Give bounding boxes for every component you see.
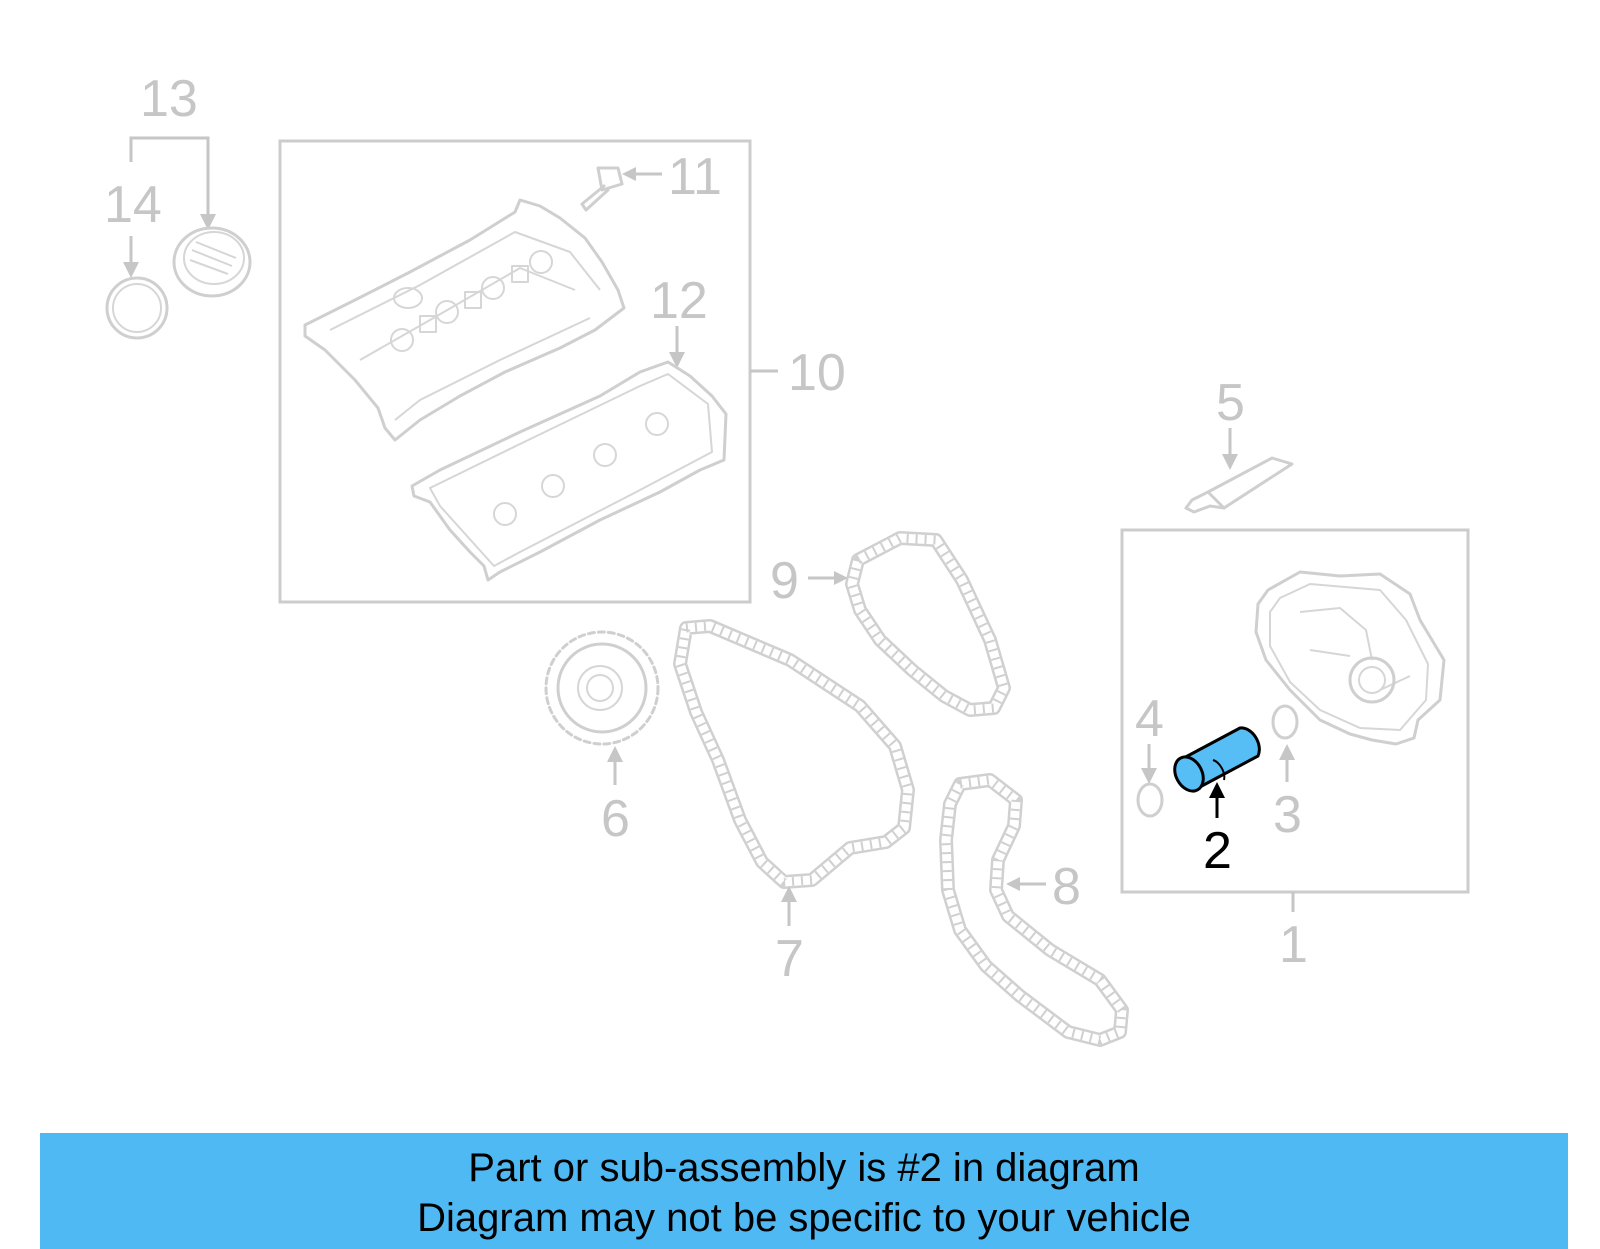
oil-filler-cap-group: 13 14 xyxy=(104,70,252,340)
valve-cover-ridge xyxy=(329,231,601,421)
valve-cover-gasket-inner xyxy=(429,373,713,567)
filler-cap-top xyxy=(183,231,245,285)
bolt-11 xyxy=(580,166,624,212)
timing-cover-group: 1 3 4 2 xyxy=(1120,528,1470,974)
valve-cover-port-4 xyxy=(464,291,482,309)
callout-12: 12 xyxy=(650,272,708,330)
valve-cover-port-3 xyxy=(435,300,459,324)
callout-1: 1 xyxy=(1279,916,1308,974)
callout-9: 9 xyxy=(770,552,799,610)
sealant-group: 5 xyxy=(1184,374,1294,514)
callout-6: 6 xyxy=(601,790,630,848)
chain-7-inner xyxy=(675,621,913,887)
arrowhead-9 xyxy=(834,571,848,585)
banner-line-2: Diagram may not be specific to your vehi… xyxy=(417,1196,1191,1240)
valve-cover-port-5 xyxy=(481,276,505,300)
arrowhead-13 xyxy=(200,214,216,230)
arrowhead-2 xyxy=(1209,782,1225,798)
sprocket-outer xyxy=(544,630,660,746)
dowel-pin-end xyxy=(1173,755,1205,793)
dowel-pin-2 xyxy=(1173,726,1261,793)
arrowhead-11 xyxy=(622,167,636,181)
gasket-hole-4 xyxy=(645,412,669,436)
gasket-hole-2 xyxy=(541,474,565,498)
timing-cover-box xyxy=(1120,528,1470,894)
arrowhead-5 xyxy=(1222,454,1238,470)
callout-4: 4 xyxy=(1135,690,1164,748)
arrowhead-4 xyxy=(1141,768,1157,784)
valve-cover-port-1 xyxy=(390,328,414,352)
gasket-hole-3 xyxy=(593,443,617,467)
arrowhead-6 xyxy=(607,746,623,762)
sprocket-group: 6 xyxy=(544,630,660,848)
arrowhead-3 xyxy=(1279,744,1295,760)
valve-cover-group: 10 11 12 xyxy=(278,139,846,604)
arrowhead-8 xyxy=(1006,877,1020,891)
seal-ring-outer xyxy=(105,276,169,340)
filler-cap-body xyxy=(172,226,252,298)
timing-cover-seal-bore xyxy=(1348,656,1396,704)
callout-2: 2 xyxy=(1203,822,1232,880)
arrowhead-14 xyxy=(123,262,139,278)
valve-cover xyxy=(303,198,626,442)
gasket-hole-1 xyxy=(493,502,517,526)
chain-8-inner xyxy=(941,775,1127,1045)
callout-5: 5 xyxy=(1216,374,1245,432)
banner-line-1: Part or sub-assembly is #2 in diagram xyxy=(468,1146,1140,1190)
sprocket-bore xyxy=(586,674,614,702)
timing-cover xyxy=(1254,570,1446,746)
valve-cover-gasket xyxy=(410,360,728,582)
callout-14: 14 xyxy=(104,176,162,234)
valve-cover-port-6 xyxy=(511,265,529,283)
dowel-pin-groove xyxy=(1212,759,1226,781)
valve-cover-port-2 xyxy=(419,315,437,333)
callout-13: 13 xyxy=(140,70,198,128)
filler-cap-grip xyxy=(189,241,237,275)
o-ring-4 xyxy=(1136,782,1164,818)
timing-cover-seal-inner xyxy=(1358,666,1386,694)
valve-cover-filler-neck xyxy=(393,287,423,309)
timing-cover-flange xyxy=(1269,583,1429,731)
callout-8: 8 xyxy=(1052,858,1081,916)
arrowhead-12 xyxy=(669,352,685,368)
callout-7: 7 xyxy=(775,930,804,988)
info-banner: Part or sub-assembly is #2 in diagram Di… xyxy=(40,1133,1568,1249)
arrowhead-7 xyxy=(781,886,797,902)
sprocket-hub xyxy=(577,665,623,711)
timing-chain-8: 8 xyxy=(939,773,1129,1047)
chain-9-links xyxy=(847,533,1009,715)
sealant-tube xyxy=(1206,456,1294,510)
valve-cover-port-7 xyxy=(529,250,553,274)
sprocket-rim xyxy=(556,642,648,734)
callout-10: 10 xyxy=(788,344,846,402)
timing-chain-7: 7 xyxy=(673,619,915,988)
leader-13 xyxy=(129,136,210,222)
o-ring-3 xyxy=(1271,704,1299,740)
callout-11: 11 xyxy=(668,148,722,206)
seal-ring-inner xyxy=(112,283,162,333)
callout-3: 3 xyxy=(1273,786,1302,844)
timing-chain-9: 9 xyxy=(770,531,1011,717)
sealant-nozzle xyxy=(1184,490,1226,514)
